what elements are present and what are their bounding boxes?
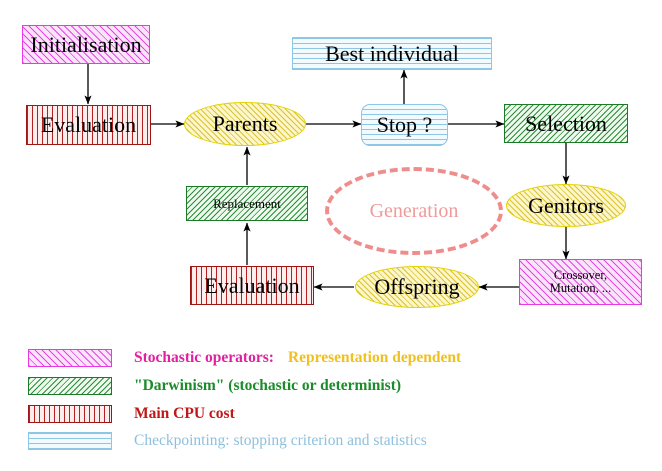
node-genitors[interactable]: Genitors — [506, 184, 626, 227]
node-initialisation-label: Initialisation — [30, 31, 142, 57]
node-parents-label: Parents — [212, 111, 278, 137]
legend-swatch-magenta-hatch — [28, 349, 112, 367]
node-generation-label: Generation — [369, 199, 459, 222]
node-best-individual[interactable]: Best individual — [292, 37, 492, 70]
legend-label-cpu-cost: Main CPU cost — [134, 405, 235, 422]
legend-row-checkpointing: Checkpointing: stopping criterion and st… — [28, 430, 427, 452]
node-stop[interactable]: Stop ? — [361, 104, 448, 146]
node-offspring-label: Offspring — [374, 274, 460, 300]
node-selection-label: Selection — [525, 110, 607, 136]
legend-label-representation-dependent: Representation dependent — [287, 349, 462, 366]
node-initialisation[interactable]: Initialisation — [22, 25, 150, 64]
node-parents[interactable]: Parents — [184, 102, 306, 146]
legend-label-darwinism: "Darwinism" (stochastic or determinist) — [134, 377, 402, 394]
node-evaluation-bottom-label: Evaluation — [204, 272, 300, 298]
legend-swatch-red-stripes — [28, 405, 112, 423]
node-replacement[interactable]: Replacement — [186, 186, 308, 221]
node-evaluation-top-label: Evaluation — [40, 112, 137, 138]
node-evaluation-top[interactable]: Evaluation — [26, 105, 151, 145]
legend-row-stochastic: Stochastic operators: Representation dep… — [28, 347, 461, 369]
node-stop-label: Stop ? — [376, 112, 433, 138]
legend-row-cpu-cost: Main CPU cost — [28, 403, 235, 425]
legend-swatch-blue-lines — [28, 432, 112, 450]
node-evaluation-bottom[interactable]: Evaluation — [190, 266, 314, 305]
node-crossover-mutation[interactable]: Crossover, Mutation, ... — [519, 259, 642, 305]
legend-row-darwinism: "Darwinism" (stochastic or determinist) — [28, 375, 401, 397]
node-generation: Generation — [325, 167, 503, 255]
node-selection[interactable]: Selection — [504, 104, 628, 143]
node-genitors-label: Genitors — [528, 192, 604, 218]
node-offspring[interactable]: Offspring — [355, 266, 479, 308]
legend-label-stochastic: Stochastic operators: — [134, 349, 274, 366]
node-replacement-label: Replacement — [213, 195, 281, 211]
legend: Stochastic operators: Representation dep… — [0, 338, 662, 463]
node-crossover-mutation-line1: Crossover, — [553, 267, 608, 282]
node-crossover-mutation-line2: Mutation, ... — [549, 281, 612, 295]
node-best-individual-label: Best individual — [325, 40, 459, 66]
legend-label-checkpointing: Checkpointing: stopping criterion and st… — [134, 432, 427, 449]
legend-swatch-green-hatch — [28, 377, 112, 395]
